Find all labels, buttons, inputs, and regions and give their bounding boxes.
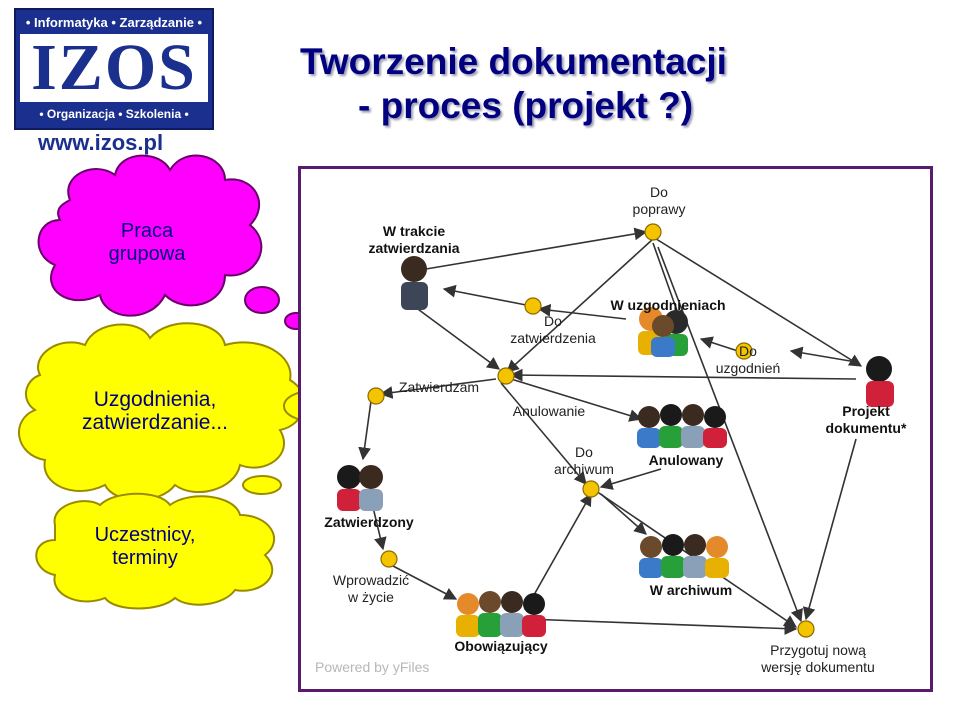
label-obowiazujacy-1: Obowiązujący [454,638,548,654]
edge [525,492,592,610]
label-do-uzgodnien-1: Do [739,343,757,359]
edge-group [358,227,863,635]
label-projekt: Projekt dokumentu* [816,403,916,437]
label-do-zatwierdzenia: Do zatwierdzenia [498,313,608,347]
edge [652,242,684,324]
edge [510,378,643,422]
group-icon-anulowany [637,404,727,448]
diagram-edges [337,223,894,638]
label-do-uzgodnien: Do uzgodnień [708,343,788,377]
label-w-uzgodnieniach: W uzgodnieniach [593,297,743,314]
process-diagram: W trakcie zatwierdzania Do poprawy Do za… [298,166,933,692]
dot-anulowanie [497,367,515,385]
edge [537,303,627,320]
label-obowiazujacy: Obowiązujący [436,638,566,655]
edge [509,368,857,382]
cloud-2-line-2: zatwierdzanie... [82,411,228,434]
izos-logo: • Informatyka • Zarządzanie • IZOS • Org… [14,8,214,158]
title-line-1: Tworzenie dokumentacji [300,41,727,82]
label-w-archiwum-1: W archiwum [649,582,733,598]
group-icon-zatwierdzony [337,465,383,511]
group-icon-w-archiwum [639,534,729,578]
label-projekt-2: dokumentu* [825,420,907,436]
label-do-poprawy-2: poprawy [632,201,686,217]
label-w-archiwum: W archiwum [636,582,746,599]
label-anulowanie-1: Anulowanie [512,403,586,419]
label-projekt-1: Projekt [842,403,890,419]
label-w-trakcie-1: W trakcie [382,223,446,239]
edge [358,400,372,461]
edge [500,382,587,485]
cloud-uczestnicy [35,492,276,610]
label-do-poprawy-1: Do [650,184,668,200]
label-wprowadzic: Wprowadzić w życie [321,572,421,606]
edge [789,346,857,363]
logo-box: • Informatyka • Zarządzanie • IZOS • Org… [14,8,214,130]
edge [506,238,654,373]
logo-bottom-text: • Organizacja • Szkolenia • [39,107,189,121]
logo-url: www.izos.pl [38,130,164,155]
page-title: Tworzenie dokumentacji - proces (projekt… [300,40,860,128]
cloud-3-line-2: terminy [112,547,178,569]
label-w-trakcie: W trakcie zatwierdzania [359,223,469,257]
edge [657,246,803,623]
label-przygotuj-1: Przygotuj nową [770,642,866,658]
label-do-archiwum: Do archiwum [544,444,624,478]
dot-wprowadzic [380,550,398,568]
group-icon-obowiazujacy [456,591,546,637]
person-icon-w-trakcie [401,256,428,310]
cloud-text-uczestnicy: Uczestnicy, terminy [60,524,230,570]
logo-main-text: IZOS [20,34,208,102]
dot-do-archiwum [582,480,600,498]
edge [652,236,863,367]
label-wprowadzic-2: w życie [348,589,394,605]
edge [599,468,662,490]
label-przygotuj: Przygotuj nową wersję dokumentu [748,642,888,676]
cloud-praca-grupowa [37,154,334,341]
label-do-uzgodnien-2: uzgodnień [715,360,781,376]
edge [379,378,497,399]
dot-zatwierdzam [367,387,385,405]
person-icon-projekt [866,356,894,407]
cloud-text-uzgodnienia: Uzgodnienia, zatwierdzanie... [40,388,270,434]
label-do-zatwierdzenia-2: zatwierdzenia [510,330,596,346]
label-zatwierdzony-1: Zatwierdzony [324,514,414,530]
label-do-archiwum-2: archiwum [554,461,614,477]
edge [525,618,798,635]
edge [410,303,501,370]
label-zatwierdzam: Zatwierdzam [389,379,489,396]
edge [392,565,458,600]
label-przygotuj-2: wersję dokumentu [761,659,875,675]
dot-przygotuj [797,620,815,638]
powered-by-label: Powered by yFiles [315,659,430,675]
label-do-archiwum-1: Do [575,444,593,460]
edge [802,438,857,621]
label-w-trakcie-2: zatwierdzania [368,240,460,256]
edge [442,284,527,306]
label-anulowany-1: Anulowany [648,452,724,468]
cloud-3-line-1: Uczestnicy, [94,524,196,546]
label-zatwierdzony: Zatwierdzony [309,514,429,531]
dot-do-poprawy [644,223,662,241]
label-do-poprawy: Do poprawy [619,184,699,218]
edge [600,493,647,535]
cloud-1-line-2: grupowa [108,243,186,265]
logo-top-text: • Informatyka • Zarządzanie • [25,15,203,30]
group-icon-w-uzgodnieniach [638,307,688,357]
edge [425,227,648,270]
label-anulowanie: Anulowanie [504,403,594,420]
label-zatwierdzam-1: Zatwierdzam [398,379,480,395]
cloud-text-praca: Praca grupowa [82,220,212,266]
cloud-1-line-1: Praca [120,220,174,242]
state-dots [367,223,815,638]
title-line-2: - proces (projekt ?) [358,85,694,126]
label-do-zatwierdzenia-1: Do [544,313,562,329]
dot-do-zatwierdzenia [524,297,542,315]
dot-do-uzgodnien [735,342,753,360]
edge [699,336,742,353]
label-w-uzgodnieniach-1: W uzgodnieniach [610,297,726,313]
label-wprowadzic-1: Wprowadzić [332,572,410,588]
label-anulowany: Anulowany [636,452,736,469]
cloud-2-line-1: Uzgodnienia, [93,388,217,411]
